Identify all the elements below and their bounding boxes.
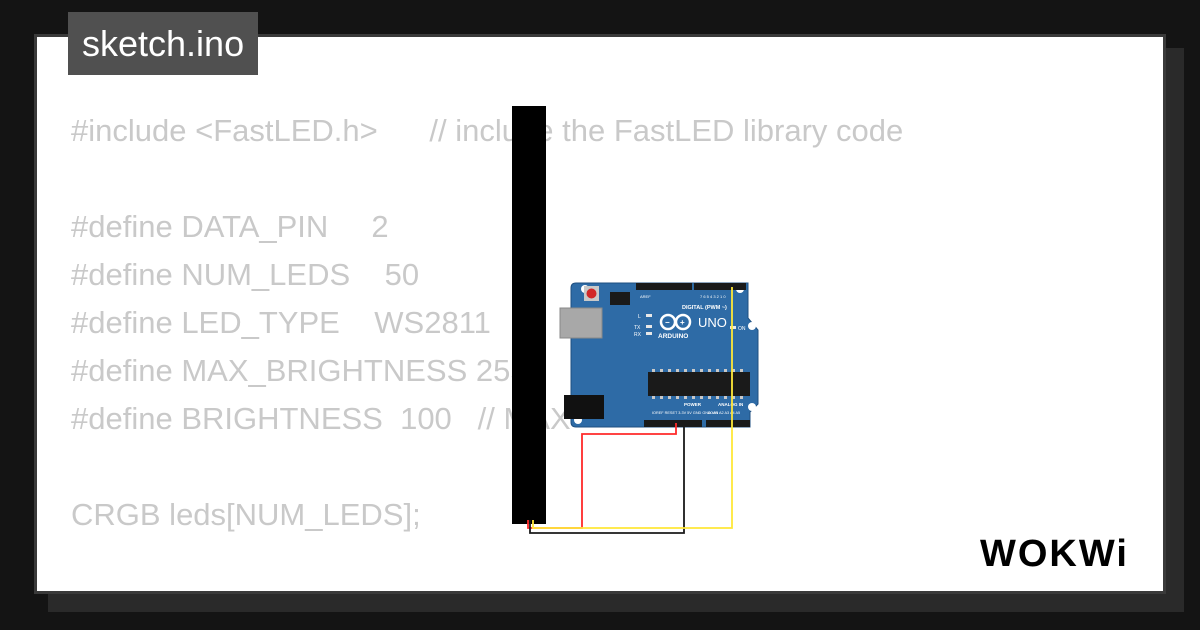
file-name: sketch.ino	[82, 23, 245, 64]
file-title-tab: sketch.ino	[68, 12, 259, 75]
code-line-4: #define NUM_LEDS 50	[71, 257, 420, 292]
svg-text:7 6 5 4 3 2 1 0: 7 6 5 4 3 2 1 0	[700, 294, 726, 299]
reset-button-icon[interactable]	[584, 286, 599, 301]
power-header-label: POWER	[684, 402, 702, 407]
analog-header	[706, 420, 750, 427]
code-line-5: #define LED_TYPE WS2811	[71, 305, 491, 340]
code-preview: #include <FastLED.h> // include the Fast…	[71, 107, 903, 591]
led-tx-label: TX	[634, 325, 641, 331]
svg-text:A0 A1 A2 A3 A4 A5: A0 A1 A2 A3 A4 A5	[708, 411, 740, 415]
wire-black[interactable]	[529, 423, 685, 534]
arduino-uno-board[interactable]: DIGITAL (PWM ~) AREF 7 6 5 4 3 2 1 0 L T…	[559, 282, 759, 428]
wire-yellow[interactable]	[532, 287, 733, 529]
led-rx-label: RX	[634, 332, 642, 338]
usb-port-icon	[559, 307, 603, 339]
arduino-infinity-logo-icon	[659, 313, 692, 331]
svg-text:+: +	[680, 318, 685, 327]
digital-header-label: DIGITAL (PWM ~)	[682, 305, 727, 311]
svg-text:IOREF RESET 3.3V 5V GND GND VI: IOREF RESET 3.3V 5V GND GND VIN	[652, 411, 718, 415]
led-strip[interactable]	[512, 106, 546, 524]
code-line-3: #define DATA_PIN 2	[71, 209, 389, 244]
analog-header-label: ANALOG IN	[718, 402, 743, 407]
board-model-label: UNO	[698, 315, 727, 330]
digital-header-2	[694, 283, 746, 290]
board-brand-label: ARDUINO	[658, 333, 688, 340]
svg-text:AREF: AREF	[640, 294, 651, 299]
digital-header	[636, 283, 692, 290]
wokwi-logo: WOKWi	[980, 533, 1129, 575]
power-jack-icon	[564, 395, 604, 419]
icsp-header	[610, 292, 630, 305]
svg-text:−: −	[665, 318, 670, 327]
led-l-label: L	[638, 314, 641, 320]
power-header	[644, 420, 702, 427]
wokwi-logo-text: WOKWi	[980, 533, 1129, 575]
microcontroller-chip-icon	[648, 369, 750, 399]
code-line-9: CRGB leds[NUM_LEDS];	[71, 497, 421, 532]
wire-red[interactable]	[527, 423, 677, 529]
led-on-label: ON	[738, 326, 746, 332]
